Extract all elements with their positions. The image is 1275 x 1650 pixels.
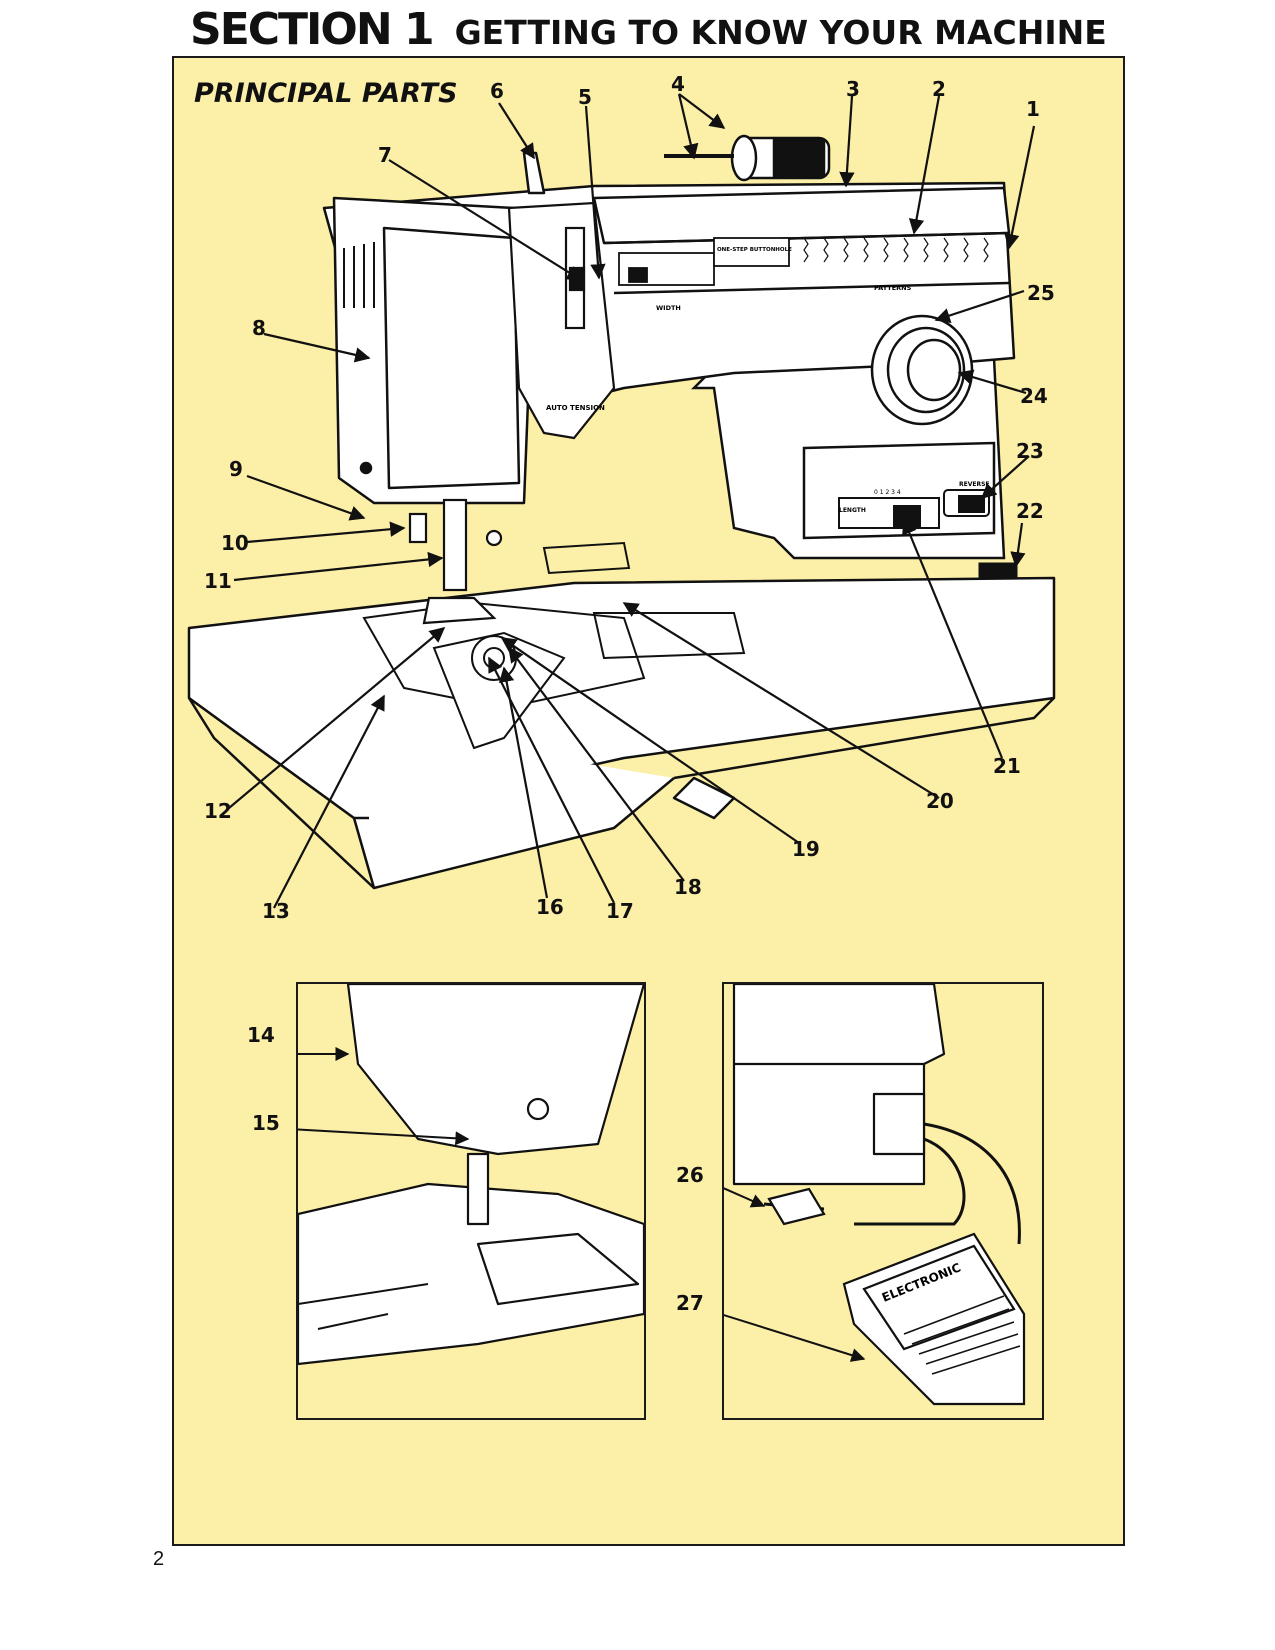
patterns-label: PATTERNS xyxy=(874,284,912,292)
callout-9: 9 xyxy=(229,457,243,481)
length-scale-label: 0 1 2 3 4 xyxy=(874,489,901,496)
presser-foot xyxy=(408,498,503,625)
power-switch xyxy=(978,562,1018,578)
callout-23: 23 xyxy=(1016,439,1044,463)
page-number: 2 xyxy=(153,1548,165,1570)
leader-lines xyxy=(228,93,1036,909)
callout-2: 2 xyxy=(932,77,946,101)
callout-24: 24 xyxy=(1020,384,1048,408)
callout-4: 4 xyxy=(671,72,685,96)
needle-closeup-illustration xyxy=(298,984,644,1366)
callout-25: 25 xyxy=(1027,281,1055,305)
callout-19: 19 xyxy=(792,837,820,861)
foot-control-inset: ELECTRONIC xyxy=(722,982,1044,1420)
length-reverse-panel xyxy=(838,489,990,529)
callout-16: 16 xyxy=(536,895,564,919)
handwheel xyxy=(870,314,974,426)
needle-closeup-inset xyxy=(296,982,646,1420)
auto-tension-label: AUTO TENSION xyxy=(546,404,605,412)
callout-10: 10 xyxy=(221,531,249,555)
callout-5: 5 xyxy=(578,85,592,109)
callout-14: 14 xyxy=(247,1023,275,1047)
length-label: LENGTH xyxy=(839,507,866,514)
callout-8: 8 xyxy=(252,316,266,340)
section-title: GETTING TO KNOW YOUR MACHINE xyxy=(454,13,1107,52)
callout-13: 13 xyxy=(262,899,290,923)
control-strip xyxy=(618,237,989,286)
foot-control-illustration: ELECTRONIC xyxy=(724,984,1026,1406)
callout-11: 11 xyxy=(204,569,232,593)
principal-parts-panel: PRINCIPAL PARTS xyxy=(172,56,1125,1546)
callout-17: 17 xyxy=(606,899,634,923)
callout-3: 3 xyxy=(846,77,860,101)
buttonhole-label: ONE-STEP BUTTONHOLE xyxy=(717,247,792,253)
sewing-machine-illustration: WIDTH PATTERNS ONE-STEP BUTTONHOLE AUTO … xyxy=(187,72,1056,1315)
face-cover xyxy=(332,196,536,505)
callout-7: 7 xyxy=(378,143,392,167)
callout-20: 20 xyxy=(926,789,954,813)
callout-26: 26 xyxy=(676,1163,704,1187)
callout-15: 15 xyxy=(252,1111,280,1135)
callout-12: 12 xyxy=(204,799,232,823)
callout-22: 22 xyxy=(1016,499,1044,523)
section-number: SECTION 1 xyxy=(190,4,435,55)
reverse-label: REVERSE xyxy=(959,481,990,488)
callout-27: 27 xyxy=(676,1291,704,1315)
callout-18: 18 xyxy=(674,875,702,899)
page-header: SECTION 1 GETTING TO KNOW YOUR MACHINE xyxy=(190,4,1120,60)
callout-1: 1 xyxy=(1026,97,1040,121)
callout-21: 21 xyxy=(993,754,1021,778)
width-label: WIDTH xyxy=(656,304,681,312)
callout-6: 6 xyxy=(490,79,504,103)
diagram-heading: PRINCIPAL PARTS xyxy=(194,78,458,109)
